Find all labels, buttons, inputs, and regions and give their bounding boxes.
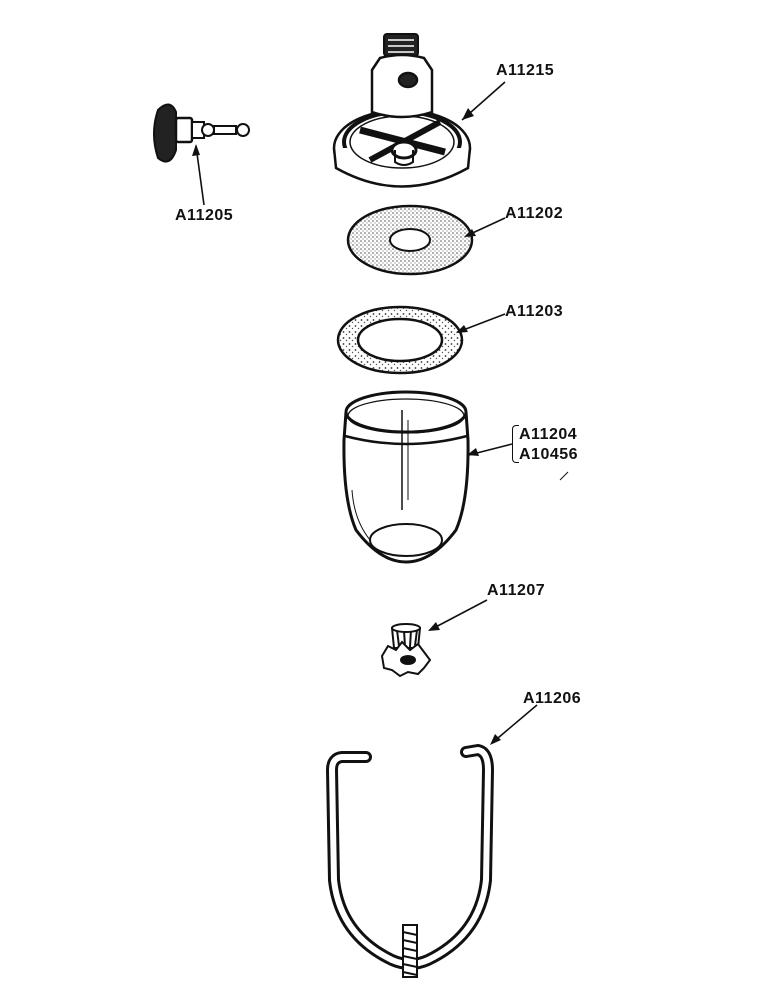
callout-a10456: A10456 — [519, 446, 579, 463]
bail-drawing — [326, 744, 494, 978]
gasket-drawing — [336, 305, 464, 375]
leader-a11205 — [195, 145, 205, 206]
filter-screen-drawing — [346, 204, 474, 276]
leader-a11207 — [429, 599, 488, 631]
callout-a11203: A11203 — [505, 303, 564, 320]
leader-a11206 — [491, 704, 538, 744]
callout-brace — [512, 425, 519, 463]
glass-bowl-drawing — [342, 390, 470, 564]
bowl-head-drawing — [332, 53, 472, 188]
pipe-plug-drawing — [383, 33, 419, 57]
callout-a11204: A11204 — [519, 426, 578, 443]
leader-lines — [192, 81, 569, 745]
callout-a11207: A11207 — [487, 582, 546, 599]
callout-a11205: A11205 — [175, 207, 234, 224]
shutoff-valve-drawing — [153, 103, 250, 163]
callout-a11215: A11215 — [496, 62, 555, 79]
callout-a11206: A11206 — [523, 690, 582, 707]
thumb-nut-drawing — [380, 623, 432, 678]
callout-a11202: A11202 — [505, 205, 564, 222]
